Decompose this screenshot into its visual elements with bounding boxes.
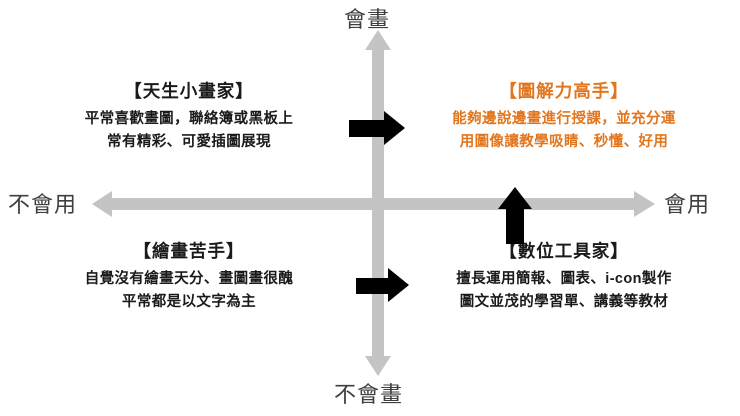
axis-arrowhead-right-icon (634, 191, 655, 217)
quadrant-bottom-right-line-2: 圖文並茂的學習單、講義等教材 (459, 293, 669, 310)
axis-label-top: 會畫 (344, 7, 391, 32)
axis-arrowhead-up-icon (365, 30, 391, 50)
quadrant-bottom-right: 【數位工具家】 擅長運用簡報、圖表、i-con製作 圖文並茂的學習單、講義等教材 (404, 238, 724, 313)
axis-label-left: 不會用 (8, 192, 78, 217)
quadrant-top-right: 【圖解力高手】 能夠邊說邊畫進行授課，並充分運 用圖像讓教學吸睛、秒懂、好用 (404, 78, 724, 153)
arrow-shaft (349, 120, 385, 137)
vertical-axis-bar (372, 50, 384, 356)
arrow-shaft (356, 278, 389, 294)
quadrant-bottom-left-line-2: 平常都是以文字為主 (121, 293, 257, 310)
quadrant-top-right-line-2: 用圖像讓教學吸睛、秒懂、好用 (459, 133, 669, 150)
transition-arrow-up-icon (498, 187, 532, 244)
quadrant-bottom-left: 【繪畫苦手】 自覺沒有繪畫天分、畫圖畫很醜 平常都是以文字為主 (24, 238, 354, 313)
quadrant-top-left: 【天生小畫家】 平常喜歡畫圖，聯絡簿或黑板上 常有精彩、可愛插圖展現 (24, 78, 354, 153)
axis-arrowhead-left-icon (92, 191, 112, 217)
quadrant-bottom-left-title: 【繪畫苦手】 (133, 241, 245, 261)
transition-arrow-right-upper-icon (349, 111, 405, 146)
arrow-head (498, 187, 532, 209)
quadrant-top-left-title: 【天生小畫家】 (124, 81, 254, 101)
quadrant-bottom-right-line-1: 擅長運用簡報、圖表、i-con製作 (456, 271, 672, 288)
axis-arrowhead-down-icon (365, 356, 391, 376)
quadrant-bottom-left-line-1: 自覺沒有繪畫天分、畫圖畫很醜 (84, 271, 294, 288)
quadrant-bottom-right-title: 【數位工具家】 (499, 241, 629, 261)
arrow-shaft (506, 208, 524, 244)
quadrant-top-left-line-1: 平常喜歡畫圖，聯絡簿或黑板上 (84, 111, 294, 128)
transition-arrow-right-lower-icon (356, 268, 409, 302)
quadrant-top-right-title: 【圖解力高手】 (499, 81, 629, 101)
arrow-head (384, 111, 405, 145)
axis-label-right: 會用 (664, 192, 711, 217)
arrow-head (388, 268, 409, 302)
quadrant-top-right-line-1: 能夠邊說邊畫進行授課，並充分運 (452, 111, 676, 128)
quadrant-top-left-line-2: 常有精彩、可愛插圖展現 (107, 133, 271, 150)
axis-label-bottom: 不會畫 (334, 382, 404, 407)
